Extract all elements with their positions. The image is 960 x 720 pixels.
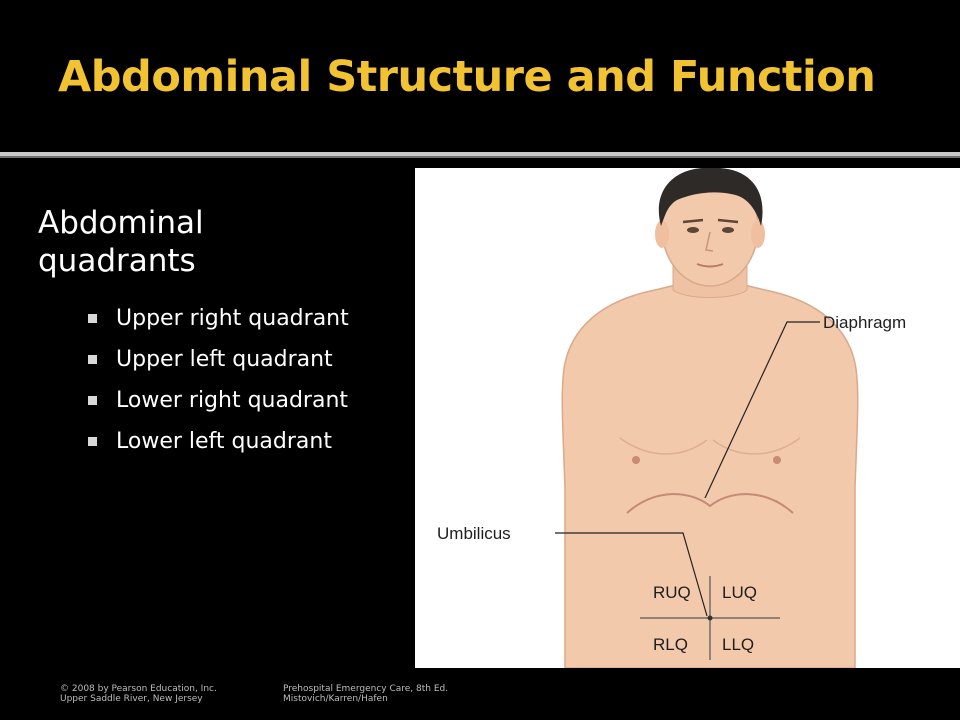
square-bullet-icon <box>88 314 97 323</box>
diaphragm-label: Diaphragm <box>823 313 906 332</box>
slide-body: Abdominal quadrants Upper right quadrant… <box>0 158 960 720</box>
eye-right <box>722 227 734 233</box>
nipple-left <box>632 456 640 464</box>
content-heading: Abdominal quadrants <box>38 205 204 279</box>
torso-illustration: Diaphragm Umbilicus RUQ LUQ RLQ LLQ <box>437 167 906 669</box>
bullet-text: Lower right quadrant <box>116 388 349 413</box>
hair-shape <box>658 167 763 226</box>
title-bar: Abdominal Structure and Function <box>0 0 960 150</box>
bullet-text: Upper left quadrant <box>116 347 333 372</box>
slide-title: Abdominal Structure and Function <box>58 52 876 102</box>
source-footer: Prehospital Emergency Care, 8th Ed. Mist… <box>283 684 448 704</box>
pectoral-lines <box>619 437 801 455</box>
title-divider-shadow <box>0 156 960 158</box>
copyright-line-2: Upper Saddle River, New Jersey <box>60 694 203 704</box>
umbilicus-dot <box>707 615 713 621</box>
title-divider <box>0 152 960 156</box>
nipple-right <box>773 456 781 464</box>
square-bullet-icon <box>88 355 97 364</box>
square-bullet-icon <box>88 437 97 446</box>
ear-right <box>751 220 765 248</box>
brow-left <box>682 218 704 224</box>
luq-label: LUQ <box>722 583 757 602</box>
anatomy-figure: Diaphragm Umbilicus RUQ LUQ RLQ LLQ <box>415 167 960 669</box>
brow-right <box>717 218 739 224</box>
diaphragm-line <box>626 493 794 514</box>
ear-left <box>655 220 669 248</box>
eye-left <box>687 227 699 233</box>
copyright-footer: © 2008 by Pearson Education, Inc. Upper … <box>60 684 217 704</box>
ruq-label: RUQ <box>653 583 691 602</box>
diaphragm-leader <box>704 321 820 499</box>
rlq-label: RLQ <box>653 635 688 654</box>
source-line-1: Prehospital Emergency Care, 8th Ed. <box>283 684 449 694</box>
umbilicus-leader <box>555 532 708 617</box>
bullet-text: Upper right quadrant <box>116 306 349 331</box>
copyright-line-1: © 2008 by Pearson Education, Inc. <box>60 684 217 694</box>
square-bullet-icon <box>88 396 97 405</box>
source-line-2: Mistovich/Karren/Hafen <box>283 694 388 704</box>
nose <box>705 231 714 252</box>
umbilicus-label: Umbilicus <box>437 524 511 543</box>
llq-label: LLQ <box>722 635 754 654</box>
mouth <box>696 263 724 268</box>
bullet-text: Lower left quadrant <box>116 429 332 454</box>
